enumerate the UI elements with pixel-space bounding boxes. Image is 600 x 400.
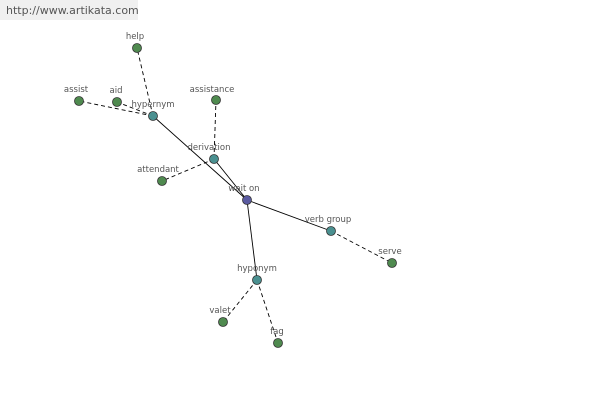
node-marker-help[interactable] xyxy=(132,43,142,53)
node-aid[interactable]: aid xyxy=(110,86,123,107)
node-marker-attendant[interactable] xyxy=(157,176,167,186)
node-wait-on[interactable]: wait on xyxy=(228,184,260,205)
node-hyponym[interactable]: hyponym xyxy=(237,264,277,285)
node-label-aid: aid xyxy=(110,86,123,96)
edge-wait-on-to-derivation xyxy=(213,158,248,201)
node-label-valet: valet xyxy=(209,306,231,316)
edge-derivation-to-attendant xyxy=(161,158,215,182)
node-valet[interactable]: valet xyxy=(209,306,231,327)
edge-hyponym-to-valet xyxy=(222,279,258,323)
node-derivation[interactable]: derivation xyxy=(187,143,231,164)
node-label-assist: assist xyxy=(64,85,89,95)
node-attendant[interactable]: attendant xyxy=(137,165,180,186)
node-fag[interactable]: fag xyxy=(270,327,284,348)
node-assistance[interactable]: assistance xyxy=(190,85,235,105)
node-marker-assistance[interactable] xyxy=(211,95,221,105)
node-marker-hypernym-top[interactable] xyxy=(148,111,158,121)
node-verb-group[interactable]: verb group xyxy=(305,215,352,236)
edge-wait-on-to-hyponym xyxy=(246,199,258,281)
node-label-fag: fag xyxy=(270,327,284,337)
node-label-hypernym-top: hypernym xyxy=(131,100,174,110)
node-help[interactable]: help xyxy=(126,32,144,53)
edge-verb-group-to-serve xyxy=(330,230,393,264)
node-label-help: help xyxy=(126,32,144,42)
node-marker-hyponym[interactable] xyxy=(252,275,262,285)
node-marker-assist[interactable] xyxy=(74,96,84,106)
edge-wait-on-to-verb-group xyxy=(246,199,332,232)
edge-hypernym-top-to-help xyxy=(136,47,154,117)
node-marker-wait-on[interactable] xyxy=(242,195,252,205)
site-url-link[interactable]: http://www.artikata.com xyxy=(6,4,139,17)
node-label-derivation: derivation xyxy=(187,143,230,153)
edges-layer xyxy=(78,47,393,344)
node-hypernym-top[interactable]: hypernym xyxy=(131,100,175,121)
nodes-layer: wait on hypernym derivation verb group hypon… xyxy=(64,32,402,348)
node-label-attendant: attendant xyxy=(137,165,179,175)
edge-wait-on-to-hypernym-top xyxy=(152,115,248,201)
node-marker-derivation[interactable] xyxy=(209,154,219,164)
node-marker-serve[interactable] xyxy=(387,258,397,268)
url-banner: http://www.artikata.com xyxy=(0,0,139,20)
node-serve[interactable]: serve xyxy=(378,247,402,268)
edge-hypernym-top-to-assist xyxy=(78,100,154,117)
node-label-serve: serve xyxy=(378,247,401,257)
node-label-hyponym: hyponym xyxy=(237,264,277,274)
node-marker-verb-group[interactable] xyxy=(326,226,336,236)
node-label-verb-group: verb group xyxy=(305,215,352,225)
edge-derivation-to-assistance xyxy=(213,99,217,160)
node-marker-valet[interactable] xyxy=(218,317,228,327)
node-label-assistance: assistance xyxy=(190,85,235,95)
node-label-wait-on: wait on xyxy=(228,184,259,194)
node-assist[interactable]: assist xyxy=(64,85,89,106)
node-marker-aid[interactable] xyxy=(112,97,122,107)
node-marker-fag[interactable] xyxy=(273,338,283,348)
